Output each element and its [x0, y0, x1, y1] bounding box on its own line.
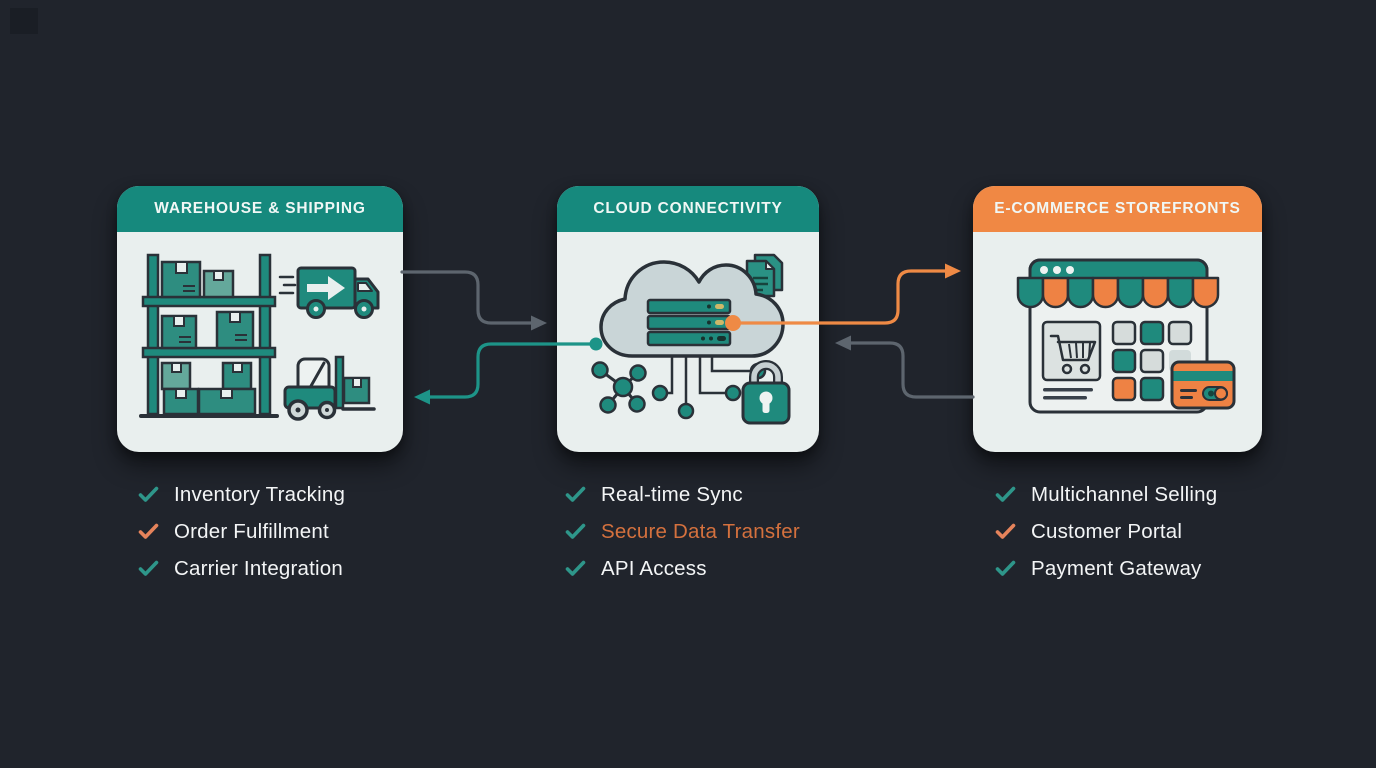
shopping-cart-icon	[1041, 320, 1102, 400]
card-cloud-connectivity: CLOUD CONNECTIVITY	[557, 186, 819, 452]
feature-item: Order Fulfillment	[137, 513, 345, 550]
checkmark-icon	[564, 520, 587, 543]
feature-label: Payment Gateway	[1031, 556, 1202, 580]
arrowhead-left-icon	[414, 389, 430, 405]
feature-label: Customer Portal	[1031, 519, 1183, 543]
card-ecommerce-storefronts: E-COMMERCE STOREFRONTS	[973, 186, 1262, 452]
checkmark-icon	[994, 557, 1017, 580]
card-body-cloud	[557, 232, 819, 452]
feature-list-cloud: Real-time Sync Secure Data Transfer API …	[564, 476, 800, 587]
circuit-traces-icon	[651, 356, 767, 420]
awning-icon	[1016, 276, 1220, 309]
forklift-icon	[283, 355, 376, 421]
feature-label: Multichannel Selling	[1031, 482, 1218, 506]
checkmark-icon	[994, 520, 1017, 543]
feature-item: Real-time Sync	[564, 476, 800, 513]
feature-label: Secure Data Transfer	[601, 519, 800, 543]
warehouse-illustration	[139, 253, 380, 421]
card-header-storefronts: E-COMMERCE STOREFRONTS	[973, 186, 1262, 232]
card-warehouse-shipping: WAREHOUSE & SHIPPING	[117, 186, 403, 452]
feature-item: Carrier Integration	[137, 550, 345, 587]
feature-label: Carrier Integration	[174, 556, 344, 580]
credit-card-icon	[1170, 360, 1236, 410]
feature-item: Secure Data Transfer	[564, 513, 800, 550]
server-stack-icon	[646, 298, 732, 347]
feature-item: Payment Gateway	[994, 550, 1217, 587]
card-header-cloud: CLOUD CONNECTIVITY	[557, 186, 819, 232]
feature-label: Real-time Sync	[601, 482, 743, 506]
arrowhead-right-icon	[531, 315, 547, 331]
card-body-storefronts	[973, 232, 1262, 452]
feature-list-storefronts: Multichannel Selling Customer Portal Pay…	[994, 476, 1217, 587]
storefront-illustration	[1016, 258, 1236, 414]
padlock-icon	[741, 360, 791, 425]
arrow-warehouse-to-cloud	[400, 270, 547, 331]
checkmark-icon	[994, 483, 1017, 506]
feature-list-warehouse: Inventory Tracking Order Fulfillment Car…	[137, 476, 345, 587]
checkmark-icon	[137, 483, 160, 506]
card-header-warehouse: WAREHOUSE & SHIPPING	[117, 186, 403, 232]
checkmark-icon	[564, 483, 587, 506]
checkmark-icon	[137, 557, 160, 580]
arrowhead-left-icon	[835, 335, 851, 351]
arrow-storefronts-to-cloud	[835, 335, 975, 399]
card-body-warehouse	[117, 232, 403, 452]
warehouse-shelf-icon	[139, 253, 279, 418]
cloud-illustration	[591, 253, 791, 425]
delivery-truck-icon	[278, 266, 380, 319]
feature-label: Order Fulfillment	[174, 519, 329, 543]
network-nodes-icon	[591, 361, 647, 414]
feature-label: Inventory Tracking	[174, 482, 346, 506]
feature-item: Multichannel Selling	[994, 476, 1217, 513]
arrowhead-right-icon	[945, 263, 961, 279]
feature-item: API Access	[564, 550, 800, 587]
product-grid-icon	[1111, 320, 1193, 402]
corner-artifact	[10, 8, 38, 34]
feature-item: Customer Portal	[994, 513, 1217, 550]
feature-label: API Access	[601, 556, 707, 580]
checkmark-icon	[564, 557, 587, 580]
feature-item: Inventory Tracking	[137, 476, 345, 513]
checkmark-icon	[137, 520, 160, 543]
